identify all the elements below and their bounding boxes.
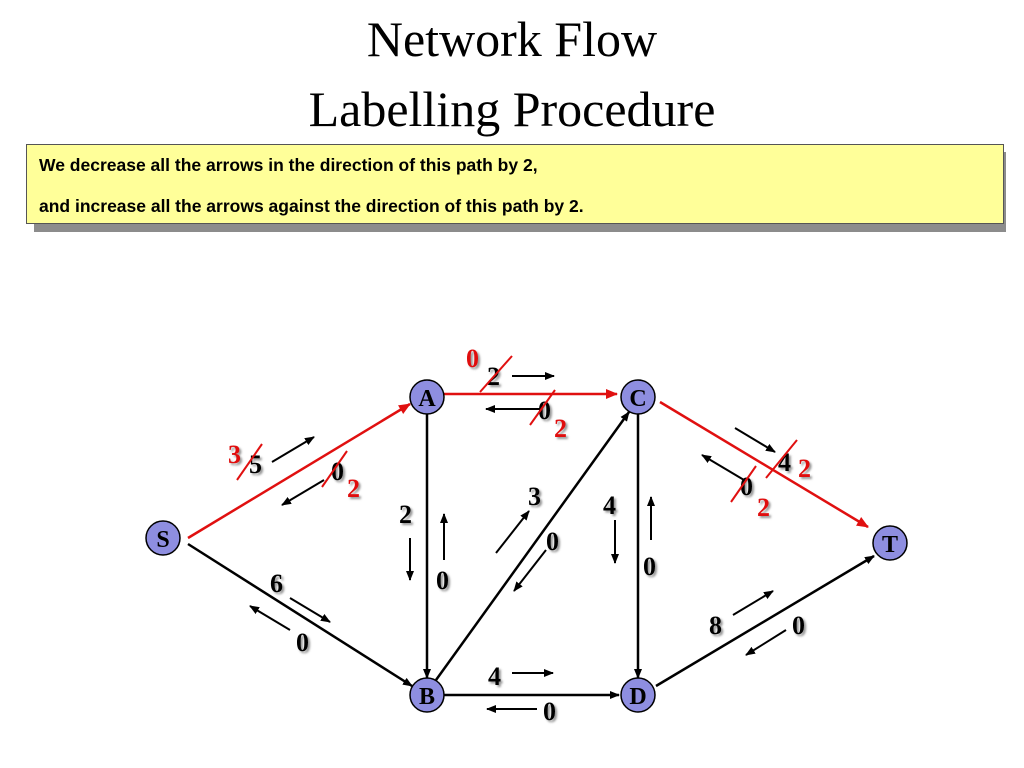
label-sa-fwd-new: 3 — [228, 440, 241, 469]
strike-ac-fwd — [479, 355, 513, 393]
node-d: D — [620, 677, 656, 713]
title-line-2: Labelling Procedure — [308, 81, 716, 137]
arrow-sa-bwd — [281, 479, 325, 506]
node-d-label: D — [629, 684, 646, 710]
node-a-label: A — [418, 386, 436, 412]
edge-b-c — [434, 411, 631, 681]
label-ac-bwd-new: 2 — [554, 414, 567, 443]
node-s: S — [145, 520, 181, 556]
arrow-ct-fwd — [734, 427, 776, 453]
label-ac-bwd-old: 0 — [538, 396, 551, 425]
edge-d-t — [655, 554, 875, 688]
label-bd-bwd: 0 — [543, 697, 556, 726]
note-line-2: and increase all the arrows against the … — [39, 196, 584, 216]
node-b-label: B — [419, 684, 435, 710]
arrow-dt-bwd — [745, 629, 787, 656]
label-ab-fwd: 2 — [399, 500, 412, 529]
strike-sa-fwd — [236, 443, 263, 481]
edge-s-a — [187, 402, 411, 540]
strike-ac-bwd — [529, 389, 556, 426]
note-box: We decrease all the arrows in the direct… — [26, 144, 1004, 224]
node-a: A — [409, 379, 445, 415]
arrow-sb-fwd — [289, 597, 331, 623]
label-sa-bwd-new: 2 — [347, 474, 360, 503]
title-line-1: Network Flow — [366, 11, 658, 67]
label-ct-fwd-old: 4 — [778, 448, 791, 477]
label-bc-bwd: 0 — [546, 527, 559, 556]
label-ct-bwd-new: 2 — [757, 493, 770, 522]
strike-ct-fwd — [765, 439, 798, 479]
edge-s-b — [187, 542, 413, 688]
label-sb-fwd: 6 — [270, 569, 283, 598]
arrow-sa-fwd — [271, 436, 315, 463]
label-dt-fwd: 8 — [709, 611, 722, 640]
node-c-label: C — [629, 386, 646, 412]
label-dt-bwd: 0 — [792, 611, 805, 640]
label-cd-fwd: 4 — [603, 491, 616, 520]
arrow-dt-fwd — [732, 590, 774, 616]
node-c: C — [620, 379, 656, 415]
label-ct-fwd-new: 2 — [798, 454, 811, 483]
label-bd-fwd: 4 — [488, 662, 501, 691]
label-bc-fwd: 3 — [528, 482, 541, 511]
label-sb-bwd: 0 — [296, 628, 309, 657]
label-ct-bwd-old: 0 — [740, 472, 753, 501]
note-line-1: We decrease all the arrows in the direct… — [39, 155, 538, 175]
label-ab-bwd: 0 — [436, 566, 449, 595]
edge-c-t — [659, 400, 869, 529]
node-b: B — [409, 677, 445, 713]
strike-sa-bwd — [321, 450, 348, 488]
arrow-sb-bwd — [249, 605, 291, 631]
node-s-label: S — [156, 527, 169, 553]
strike-ct-bwd — [730, 465, 757, 503]
label-ac-fwd-new: 0 — [466, 344, 479, 373]
node-t: T — [872, 525, 908, 561]
arrow-ct-bwd — [701, 454, 745, 481]
arrow-bc-bwd — [513, 549, 547, 592]
arrow-bc-fwd — [495, 510, 530, 554]
label-cd-bwd: 0 — [643, 552, 656, 581]
label-sa-bwd-old: 0 — [331, 457, 344, 486]
node-t-label: T — [882, 532, 898, 558]
